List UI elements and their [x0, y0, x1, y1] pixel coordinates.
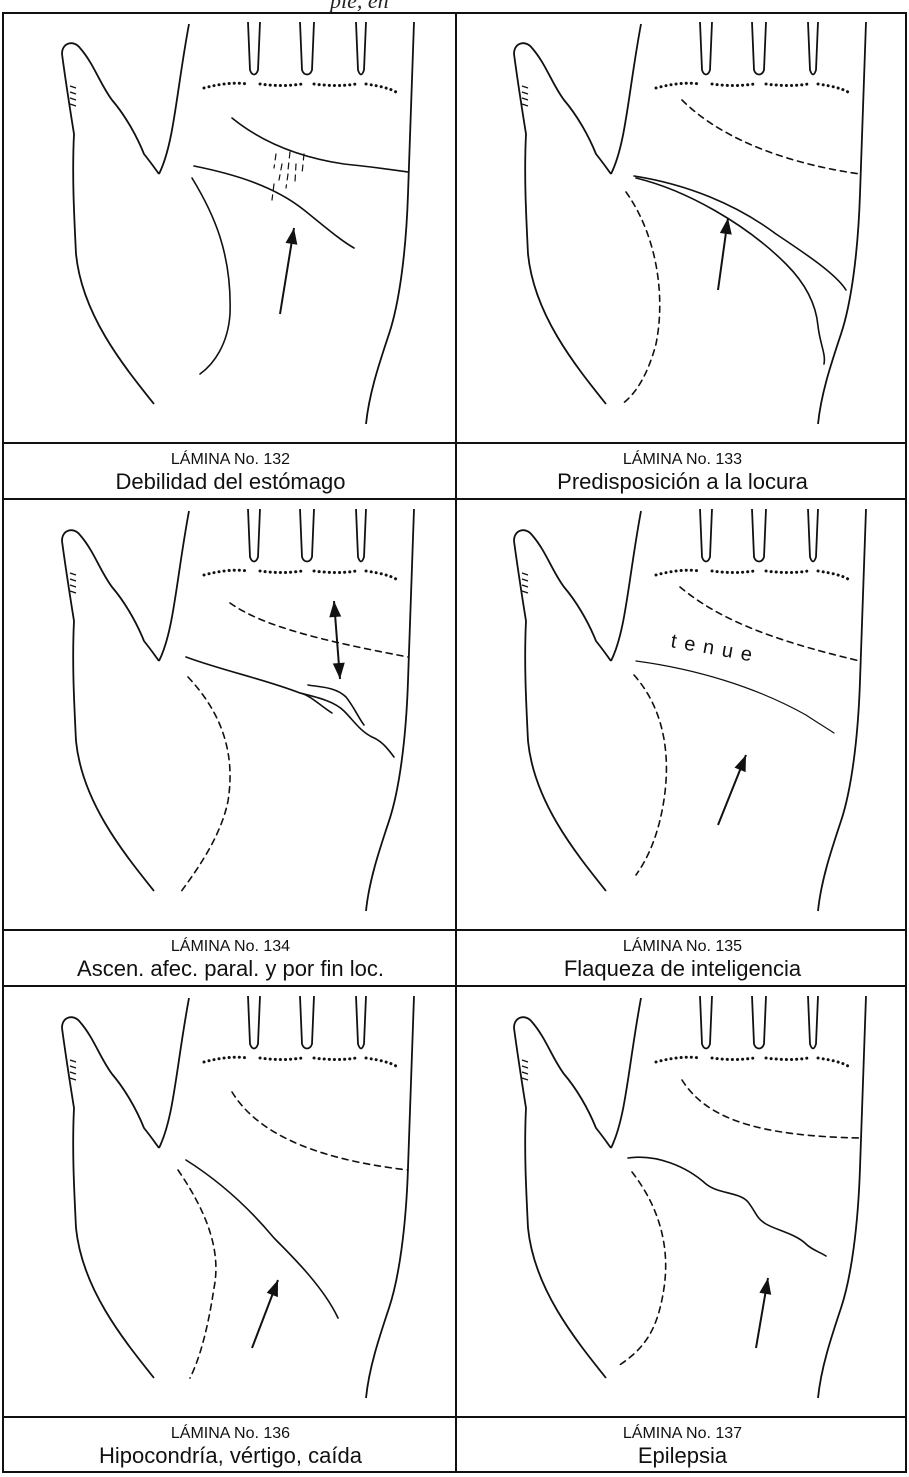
plate-caption: LÁMINA No. 137 Epilepsia	[456, 1417, 909, 1473]
plate-title: Flaqueza de inteligencia	[456, 956, 909, 982]
hand-diagram-134	[4, 501, 457, 929]
plate-132: LÁMINA No. 132 Debilidad del estómago	[4, 14, 457, 500]
plate-caption: LÁMINA No. 132 Debilidad del estómago	[4, 443, 457, 499]
row-divider	[2, 985, 907, 987]
plate-title: Epilepsia	[456, 1443, 909, 1469]
head-line	[186, 657, 394, 757]
life-line	[180, 677, 230, 893]
plate-caption: LÁMINA No. 136 Hipocondría, vértigo, caí…	[4, 1417, 457, 1473]
head-line	[634, 176, 846, 290]
heart-line	[682, 100, 860, 174]
plate-caption: LÁMINA No. 133 Predisposición a la locur…	[456, 443, 909, 499]
life-line	[622, 192, 660, 404]
plate-title: Debilidad del estómago	[4, 469, 457, 495]
arrow	[718, 218, 732, 290]
hand-outline	[514, 22, 866, 424]
head-line-islands	[300, 685, 364, 725]
heart-line	[232, 118, 408, 172]
arrow	[756, 1278, 771, 1348]
plate-136: LÁMINA No. 136 Hipocondría, vértigo, caí…	[4, 988, 457, 1474]
annotation-text: tenue	[669, 630, 762, 667]
column-divider	[455, 12, 457, 1473]
heart-line	[232, 1092, 408, 1170]
life-line	[192, 178, 230, 374]
plate-134: LÁMINA No. 134 Ascen. afec. paral. y por…	[4, 501, 457, 987]
head-line	[636, 661, 834, 733]
hand-outline	[514, 509, 866, 911]
plate-number: LÁMINA No. 134	[4, 930, 457, 956]
plate-number: LÁMINA No. 135	[456, 930, 909, 956]
head-line	[628, 1157, 826, 1256]
head-line	[194, 166, 354, 248]
hand-outline	[514, 996, 866, 1398]
hand-outline	[62, 509, 414, 911]
plate-number: LÁMINA No. 132	[4, 443, 457, 469]
arrow	[252, 1280, 278, 1348]
arrow	[280, 228, 297, 314]
row-divider	[2, 929, 907, 931]
row-divider	[2, 1416, 907, 1418]
plate-caption: LÁMINA No. 134 Ascen. afec. paral. y por…	[4, 930, 457, 986]
hand-diagram-135: tenue	[456, 501, 909, 929]
row-divider	[2, 498, 907, 500]
heart-line	[230, 603, 408, 657]
plate-137: LÁMINA No. 137 Epilepsia	[456, 988, 909, 1474]
life-line	[634, 675, 666, 875]
hand-diagram-132	[4, 14, 457, 442]
plate-number: LÁMINA No. 133	[456, 443, 909, 469]
plate-133: LÁMINA No. 133 Predisposición a la locur…	[456, 14, 909, 500]
plate-135: tenue LÁMINA No. 135 Flaqueza de intelig…	[456, 501, 909, 987]
head-line	[186, 1160, 338, 1318]
arrow	[718, 755, 746, 825]
heart-line	[682, 1080, 860, 1138]
plate-number: LÁMINA No. 136	[4, 1417, 457, 1443]
hand-diagram-133	[456, 14, 909, 442]
plate-number: LÁMINA No. 137	[456, 1417, 909, 1443]
plate-title: Hipocondría, vértigo, caída	[4, 1443, 457, 1469]
plate-title: Predisposición a la locura	[456, 469, 909, 495]
hand-diagram-136	[4, 988, 457, 1416]
row-divider	[2, 442, 907, 444]
life-line	[618, 1172, 666, 1366]
plate-caption: LÁMINA No. 135 Flaqueza de inteligencia	[456, 930, 909, 986]
arrow	[329, 601, 345, 679]
hand-outline	[62, 996, 414, 1398]
plate-title: Ascen. afec. paral. y por fin loc.	[4, 956, 457, 982]
hand-outline	[62, 22, 414, 424]
hand-diagram-137	[456, 988, 909, 1416]
life-line	[178, 1170, 216, 1378]
